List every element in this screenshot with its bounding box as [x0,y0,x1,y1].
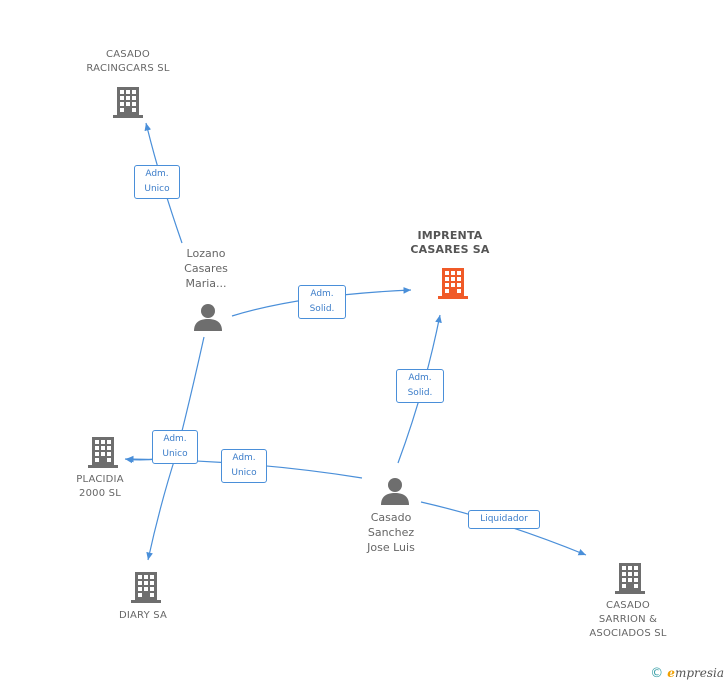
node-label-imprenta[interactable]: IMPRENTA CASARES SA [390,229,510,257]
person-icon-lozano[interactable] [193,302,223,332]
edge-label-line: Adm. [145,169,169,179]
footer-brand: ©empresia [650,666,724,681]
node-label-sarrion[interactable]: CASADO SARRION & ASOCIADOS SL [572,599,684,641]
edge-label-line: Solid. [407,388,433,398]
edge-label-line: Adm. [232,453,256,463]
node-label-diary[interactable]: DIARY SA [98,609,188,623]
edge-label-casado-imprenta[interactable]: Adm. Solid. [396,369,444,403]
node-label-line: Casares [184,262,228,275]
node-label-line: CASARES SA [410,243,490,256]
node-label-racingcars[interactable]: CASADO RACINGCARS SL [68,48,188,76]
edge-label-line: Solid. [309,304,335,314]
edge-lozano-diary [146,454,177,561]
node-label-line: IMPRENTA [417,229,483,242]
node-label-line: 2000 SL [79,488,121,499]
building-icon-placidia[interactable] [87,434,119,468]
copyright-icon: © [650,666,664,681]
node-label-line: Sanchez [367,526,415,539]
node-label-line: CASADO [606,600,650,611]
edge-label-line: Unico [162,449,188,459]
node-label-line: Lozano [186,247,226,260]
edge-label-line: Adm. [163,434,187,444]
edge-label-lozano-placidia-diary[interactable]: Adm. Unico [152,430,198,464]
node-label-line: Jose Luis [367,541,415,554]
building-icon-sarrion[interactable] [614,560,646,594]
person-icon-casado-jose[interactable] [380,476,410,506]
building-icon-imprenta[interactable] [437,265,469,299]
building-icon-racingcars[interactable] [112,84,144,118]
node-label-line: Casado [370,511,412,524]
brand-name: mpresia [674,666,724,680]
brand-initial: e [667,666,675,680]
node-label-casado-jose[interactable]: Casado Sanchez Jose Luis [346,510,436,555]
edge-label-line: Adm. [408,373,432,383]
node-label-line: PLACIDIA [76,474,124,485]
node-label-line: CASADO [106,49,150,60]
edge-label-line: Liquidador [480,514,528,524]
edge-label-line: Unico [144,184,170,194]
node-label-placidia[interactable]: PLACIDIA 2000 SL [50,473,150,501]
node-label-line: Maria... [185,277,227,290]
node-label-line: SARRION & [598,614,658,625]
edge-label-line: Adm. [310,289,334,299]
edge-label-lozano-racingcars[interactable]: Adm. Unico [134,165,180,199]
edge-label-casado-placidia[interactable]: Adm. Unico [221,449,267,483]
edge-label-lozano-imprenta[interactable]: Adm. Solid. [298,285,346,319]
brand-logo: empresia [667,666,724,680]
edge-label-casado-sarrion[interactable]: Liquidador [468,510,540,529]
node-label-line: RACINGCARS SL [86,63,170,74]
node-label-lozano[interactable]: Lozano Casares Maria... [166,246,246,291]
node-label-line: ASOCIADOS SL [589,628,667,639]
node-label-line: DIARY SA [118,610,168,621]
edge-label-line: Unico [231,468,257,478]
building-icon-diary[interactable] [130,569,162,603]
